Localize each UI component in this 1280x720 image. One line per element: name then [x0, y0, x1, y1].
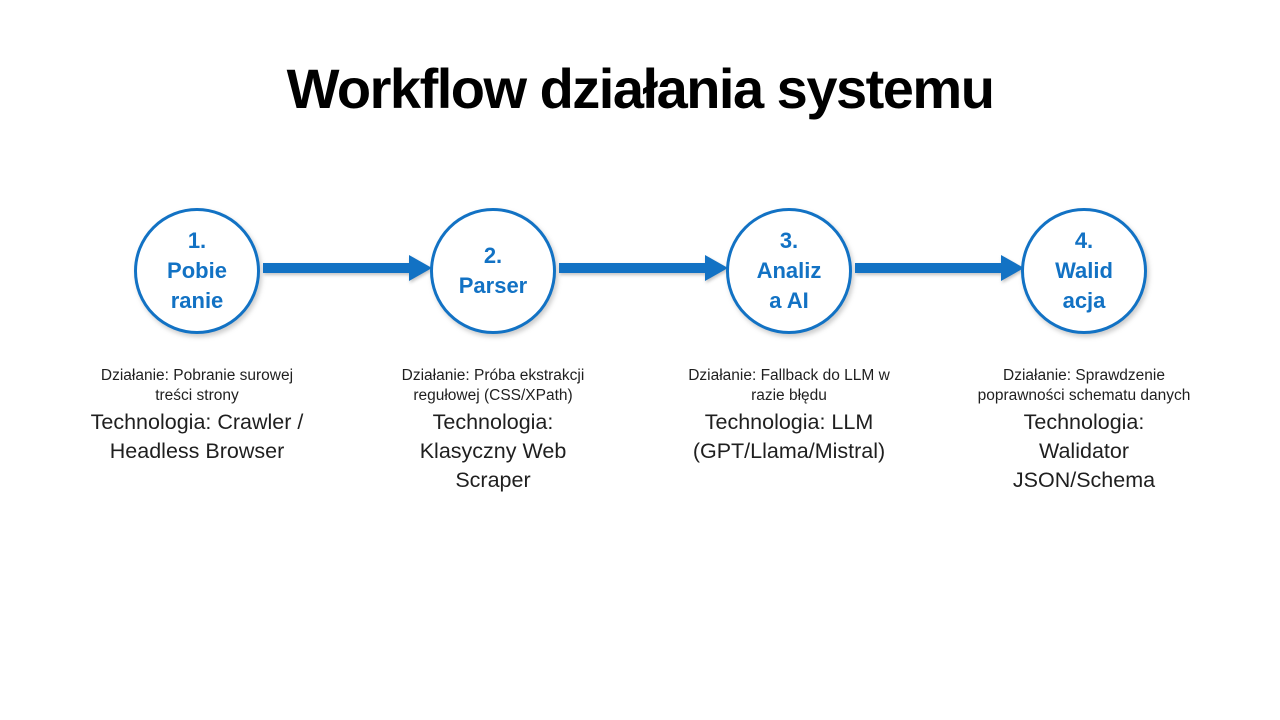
step-description-4: Działanie: Sprawdzenie poprawności schem…: [929, 366, 1239, 495]
slide-title: Workflow działania systemu: [286, 57, 995, 120]
step-description-1: Działanie: Pobranie surowej treści stron…: [42, 366, 352, 466]
step-circle-3: 3. Analiz a AI: [726, 208, 852, 334]
step-action-2: Działanie: Próba ekstrakcji regułowej (C…: [401, 367, 585, 404]
step-circle-2: 2. Parser: [430, 208, 556, 334]
step-technology-4: Technologia: Walidator JSON/Schema: [1012, 410, 1156, 492]
step-action-4: Działanie: Sprawdzenie poprawności schem…: [977, 367, 1191, 404]
step-circle-1: 1. Pobie ranie: [134, 208, 260, 334]
step-circle-1-label: 1. Pobie ranie: [167, 228, 227, 313]
step-technology-1: Technologia: Crawler / Headless Browser: [90, 410, 304, 463]
step-technology-3: Technologia: LLM (GPT/Llama/Mistral): [692, 410, 886, 463]
step-description-3: Działanie: Fallback do LLM w razie błędu…: [634, 366, 944, 466]
step-action-1: Działanie: Pobranie surowej treści stron…: [100, 367, 294, 404]
step-circle-3-label: 3. Analiz a AI: [756, 228, 822, 313]
step-description-2: Działanie: Próba ekstrakcji regułowej (C…: [338, 366, 648, 495]
step-circle-2-label: 2. Parser: [458, 243, 528, 298]
step-circle-4: 4. Walid acja: [1021, 208, 1147, 334]
flow-arrow-1: [263, 254, 432, 281]
flow-arrow-3: [855, 254, 1024, 281]
step-technology-2: Technologia: Klasyczny Web Scraper: [419, 410, 567, 492]
step-circle-4-label: 4. Walid acja: [1055, 228, 1113, 313]
step-action-3: Działanie: Fallback do LLM w razie błędu: [688, 367, 890, 404]
flow-arrow-2: [559, 254, 728, 281]
